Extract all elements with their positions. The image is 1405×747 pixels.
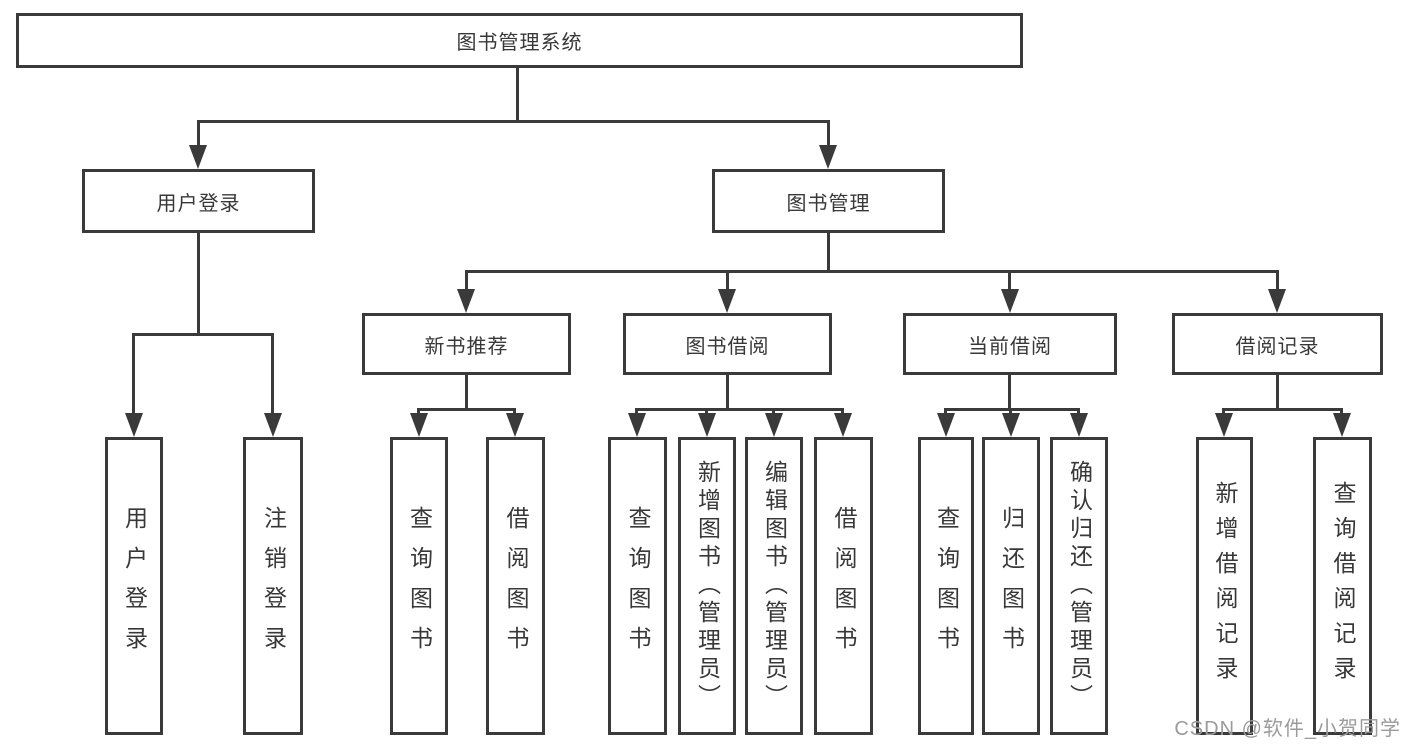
connector-line bbox=[944, 408, 1080, 411]
leaf-query-books-current: 查询图书 bbox=[918, 437, 974, 735]
leaf-confirm-return-admin: 确认归还（管理员） bbox=[1050, 437, 1108, 735]
connector-line bbox=[1008, 373, 1011, 410]
arrow-down-icon bbox=[1002, 413, 1020, 437]
watermark-text: CSDN @软件_小贺同学 bbox=[1174, 718, 1401, 740]
arrow-down-icon bbox=[937, 413, 955, 437]
node-label: 新书推荐 bbox=[424, 335, 509, 358]
leaf-logout: 注销登录 bbox=[243, 437, 303, 735]
connector-line bbox=[516, 66, 519, 122]
connector-line bbox=[726, 373, 729, 410]
node-book-borrowing: 图书借阅 bbox=[623, 313, 832, 375]
arrow-down-icon bbox=[718, 289, 736, 313]
leaf-query-books-recommend: 查询图书 bbox=[390, 437, 448, 735]
connector-line bbox=[197, 120, 830, 123]
connector-line bbox=[132, 333, 135, 417]
connector-line bbox=[465, 270, 468, 295]
node-label: 查询图书 bbox=[625, 506, 651, 666]
leaf-query-borrow-record: 查询借阅记录 bbox=[1313, 437, 1372, 735]
connector-line bbox=[1222, 408, 1343, 411]
arrow-down-icon bbox=[506, 413, 524, 437]
arrow-down-icon bbox=[628, 413, 646, 437]
node-label: 借阅图书 bbox=[503, 506, 529, 666]
connector-line bbox=[1276, 270, 1279, 295]
leaf-add-books-admin: 新增图书（管理员） bbox=[678, 437, 736, 735]
connector-line bbox=[827, 120, 830, 150]
node-label: 编辑图书（管理员） bbox=[761, 460, 788, 712]
node-borrowing-records: 借阅记录 bbox=[1172, 313, 1383, 375]
connector-line bbox=[635, 408, 844, 411]
leaf-user-login: 用户登录 bbox=[105, 437, 163, 735]
node-label: 查询图书 bbox=[933, 506, 960, 666]
node-label: 新增图书（管理员） bbox=[694, 460, 721, 712]
node-label: 查询借阅记录 bbox=[1330, 481, 1356, 691]
arrow-down-icon bbox=[410, 413, 428, 437]
node-new-book-recommendation: 新书推荐 bbox=[362, 313, 571, 375]
connector-line bbox=[132, 333, 274, 336]
connector-line bbox=[827, 231, 830, 272]
leaf-add-borrow-record: 新增借阅记录 bbox=[1196, 437, 1253, 735]
node-label: 查询图书 bbox=[406, 506, 433, 666]
node-label: 注销登录 bbox=[260, 506, 287, 666]
connector-line bbox=[465, 270, 1279, 273]
leaf-query-books-borrow: 查询图书 bbox=[608, 437, 667, 735]
connector-line bbox=[197, 231, 200, 335]
arrow-down-icon bbox=[698, 413, 716, 437]
leaf-borrow-books: 借阅图书 bbox=[814, 437, 873, 735]
leaf-edit-books-admin: 编辑图书（管理员） bbox=[745, 437, 803, 735]
node-book-management: 图书管理 bbox=[712, 169, 945, 233]
node-current-borrowing: 当前借阅 bbox=[903, 313, 1117, 375]
node-label: 确认归还（管理员） bbox=[1066, 460, 1093, 712]
connector-line bbox=[417, 408, 516, 411]
arrow-down-icon bbox=[819, 145, 837, 169]
connector-line bbox=[726, 270, 729, 295]
arrow-down-icon bbox=[1070, 413, 1088, 437]
leaf-borrow-books-recommend: 借阅图书 bbox=[486, 437, 545, 735]
node-label: 新增借阅记录 bbox=[1212, 481, 1238, 691]
arrow-down-icon bbox=[1268, 289, 1286, 313]
arrow-down-icon bbox=[264, 413, 282, 437]
connector-line bbox=[1008, 270, 1011, 295]
arrow-down-icon bbox=[457, 289, 475, 313]
connector-line bbox=[465, 373, 468, 410]
arrow-down-icon bbox=[765, 413, 783, 437]
arrow-down-icon bbox=[189, 145, 207, 169]
node-label: 图书管理系统 bbox=[456, 32, 583, 54]
node-label: 当前借阅 bbox=[968, 335, 1052, 358]
node-label: 用户登录 bbox=[121, 506, 148, 666]
node-label: 图书管理 bbox=[786, 192, 871, 215]
node-user-login: 用户登录 bbox=[82, 169, 315, 233]
arrow-down-icon bbox=[834, 413, 852, 437]
arrow-down-icon bbox=[1215, 413, 1233, 437]
node-label: 借阅记录 bbox=[1235, 335, 1320, 358]
leaf-return-books: 归还图书 bbox=[982, 437, 1040, 735]
node-library-management-system: 图书管理系统 bbox=[16, 13, 1023, 68]
node-label: 归还图书 bbox=[998, 506, 1025, 666]
arrow-down-icon bbox=[125, 413, 143, 437]
node-label: 图书借阅 bbox=[685, 335, 770, 358]
connector-line bbox=[1276, 373, 1279, 410]
node-label: 用户登录 bbox=[156, 192, 241, 215]
arrow-down-icon bbox=[1333, 413, 1351, 437]
connector-line bbox=[271, 333, 274, 417]
node-label: 借阅图书 bbox=[831, 506, 857, 666]
connector-line bbox=[197, 120, 200, 150]
arrow-down-icon bbox=[1001, 289, 1019, 313]
